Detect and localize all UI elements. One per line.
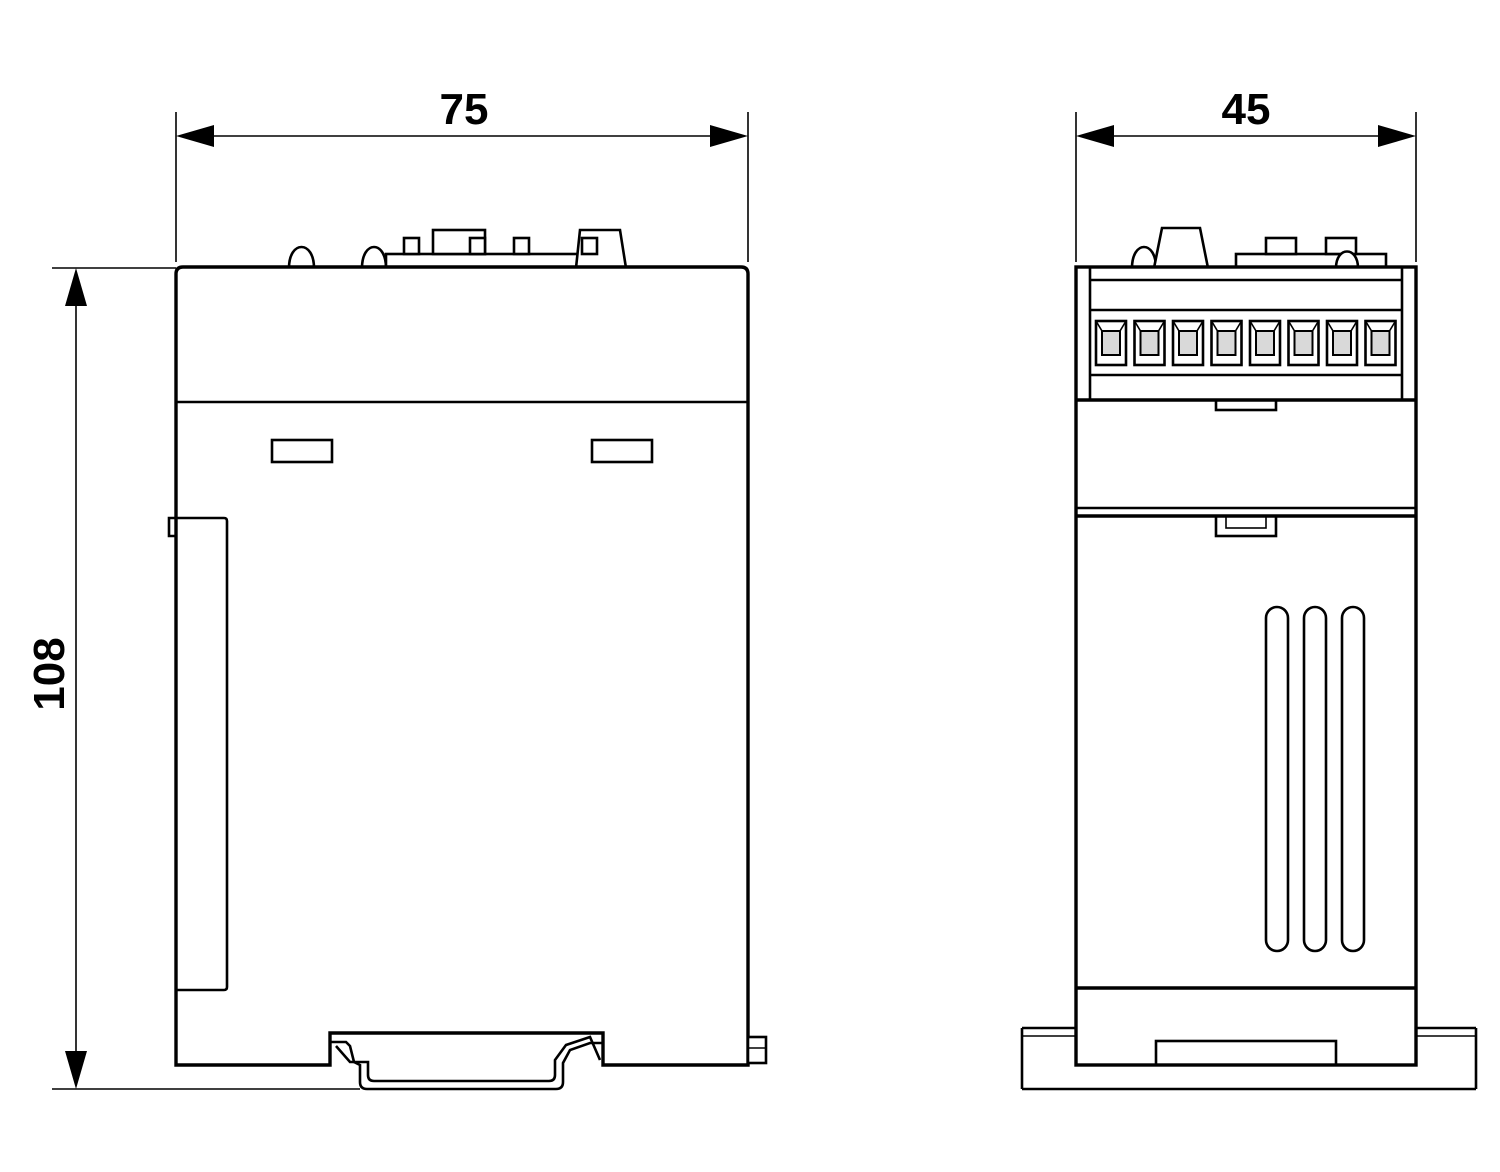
- vent-slot: [1264, 605, 1290, 953]
- front-view: 75 108: [25, 85, 768, 1091]
- vent-slots: [1264, 605, 1366, 953]
- dimension-width-front: 75: [175, 85, 749, 262]
- din-rail-side: [1020, 1026, 1478, 1091]
- arrowhead-right: [710, 125, 748, 147]
- height-label: 108: [25, 637, 74, 710]
- label-window-left: [270, 438, 334, 464]
- side-housing: [1074, 265, 1418, 1067]
- terminal-4: [1210, 319, 1243, 367]
- terminal-row: [1094, 319, 1397, 367]
- arrowhead-bottom: [65, 1051, 87, 1089]
- front-top-connectors: [287, 228, 628, 270]
- terminal-6: [1287, 319, 1320, 367]
- terminal-7: [1325, 319, 1359, 367]
- terminal-2: [1133, 319, 1166, 367]
- arrowhead-top: [65, 268, 87, 306]
- vent-slot: [1302, 605, 1328, 953]
- width-front-label: 75: [440, 85, 489, 134]
- front-housing: [167, 265, 768, 1067]
- din-rail-clip-front: [328, 1033, 603, 1091]
- arrowhead-left: [176, 125, 214, 147]
- terminal-3: [1171, 319, 1205, 367]
- vent-slot: [1340, 605, 1366, 953]
- terminal-8: [1364, 319, 1397, 367]
- terminal-1: [1094, 319, 1128, 367]
- terminal-5: [1248, 319, 1282, 367]
- dimension-height: 108: [25, 267, 360, 1090]
- dimension-width-side: 45: [1075, 85, 1417, 262]
- side-view: 45: [1020, 85, 1478, 1091]
- label-window-right: [590, 438, 654, 464]
- arrowhead-left: [1076, 125, 1114, 147]
- width-side-label: 45: [1222, 85, 1271, 134]
- rail-foot: [1154, 1039, 1338, 1067]
- arrowhead-right: [1378, 125, 1416, 147]
- side-top-connectors: [1130, 226, 1388, 270]
